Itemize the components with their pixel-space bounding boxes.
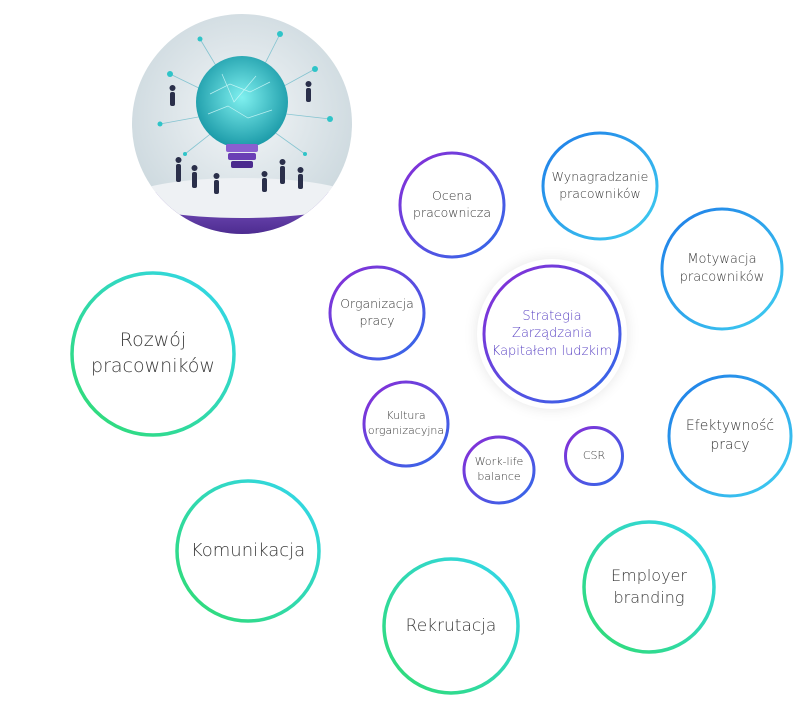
- center-label-line2: Zarządzania: [512, 326, 592, 342]
- organizacja-line2: pracy: [359, 313, 395, 328]
- csr-line1: CSR: [582, 448, 606, 462]
- node-organizacja-pracy: Organizacja pracy: [327, 264, 427, 362]
- efektywnosc-line1: Efektywność: [685, 418, 775, 435]
- center-ring: [482, 264, 622, 404]
- node-work-life-balance: Work-life balance: [461, 434, 537, 506]
- wynagradzanie-line1: Wynagradzanie: [551, 169, 649, 185]
- node-wynagradzanie-pracownikow: Wynagradzanie pracowników: [540, 130, 660, 242]
- ocena-line2: pracownicza: [413, 205, 491, 220]
- rozwoj-line1: Rozwój: [119, 329, 187, 352]
- node-employer-branding: Employer branding: [581, 519, 717, 655]
- efektywnosc-line2: pracy: [710, 437, 750, 453]
- motywacja-line2: pracowników: [679, 270, 765, 285]
- center-label-line3: Kapitałem ludzkim: [491, 343, 613, 359]
- lightbulb-network-illustration: [130, 14, 354, 234]
- rekrutacja-line1: Rekrutacja: [405, 615, 497, 636]
- node-kultura-organizacyjna: Kultura organizacyjna: [361, 379, 451, 469]
- node-komunikacja: Komunikacja: [174, 478, 322, 624]
- worklife-line1: Work-life: [474, 455, 524, 469]
- komunikacja-line1: Komunikacja: [190, 539, 306, 561]
- center-strategy-node: Strategia Zarządzania Kapitałem ludzkim: [477, 259, 627, 409]
- employer-line1: Employer: [611, 566, 687, 586]
- node-motywacja-pracownikow: Motywacja pracowników: [659, 206, 785, 332]
- node-csr: CSR: [563, 425, 625, 487]
- employer-line2: branding: [613, 588, 685, 607]
- organizacja-line1: Organizacja: [340, 296, 414, 312]
- node-rekrutacja: Rekrutacja: [381, 556, 521, 696]
- node-rozwoj-pracownikow: Rozwój pracowników: [69, 270, 237, 438]
- wynagradzanie-line2: pracowników: [559, 186, 641, 201]
- kultura-line2: organizacyjna: [367, 424, 445, 437]
- kultura-line1: Kultura: [386, 409, 426, 423]
- ocena-line1: Ocena: [432, 188, 472, 204]
- rozwoj-line2: pracowników: [91, 355, 215, 377]
- node-ocena-pracownicza: Ocena pracownicza: [397, 150, 507, 260]
- worklife-line2: balance: [477, 470, 521, 483]
- center-label-line1: Strategia: [522, 308, 582, 324]
- node-efektywnosc-pracy: Efektywność pracy: [666, 373, 794, 499]
- motywacja-line1: Motywacja: [687, 252, 757, 268]
